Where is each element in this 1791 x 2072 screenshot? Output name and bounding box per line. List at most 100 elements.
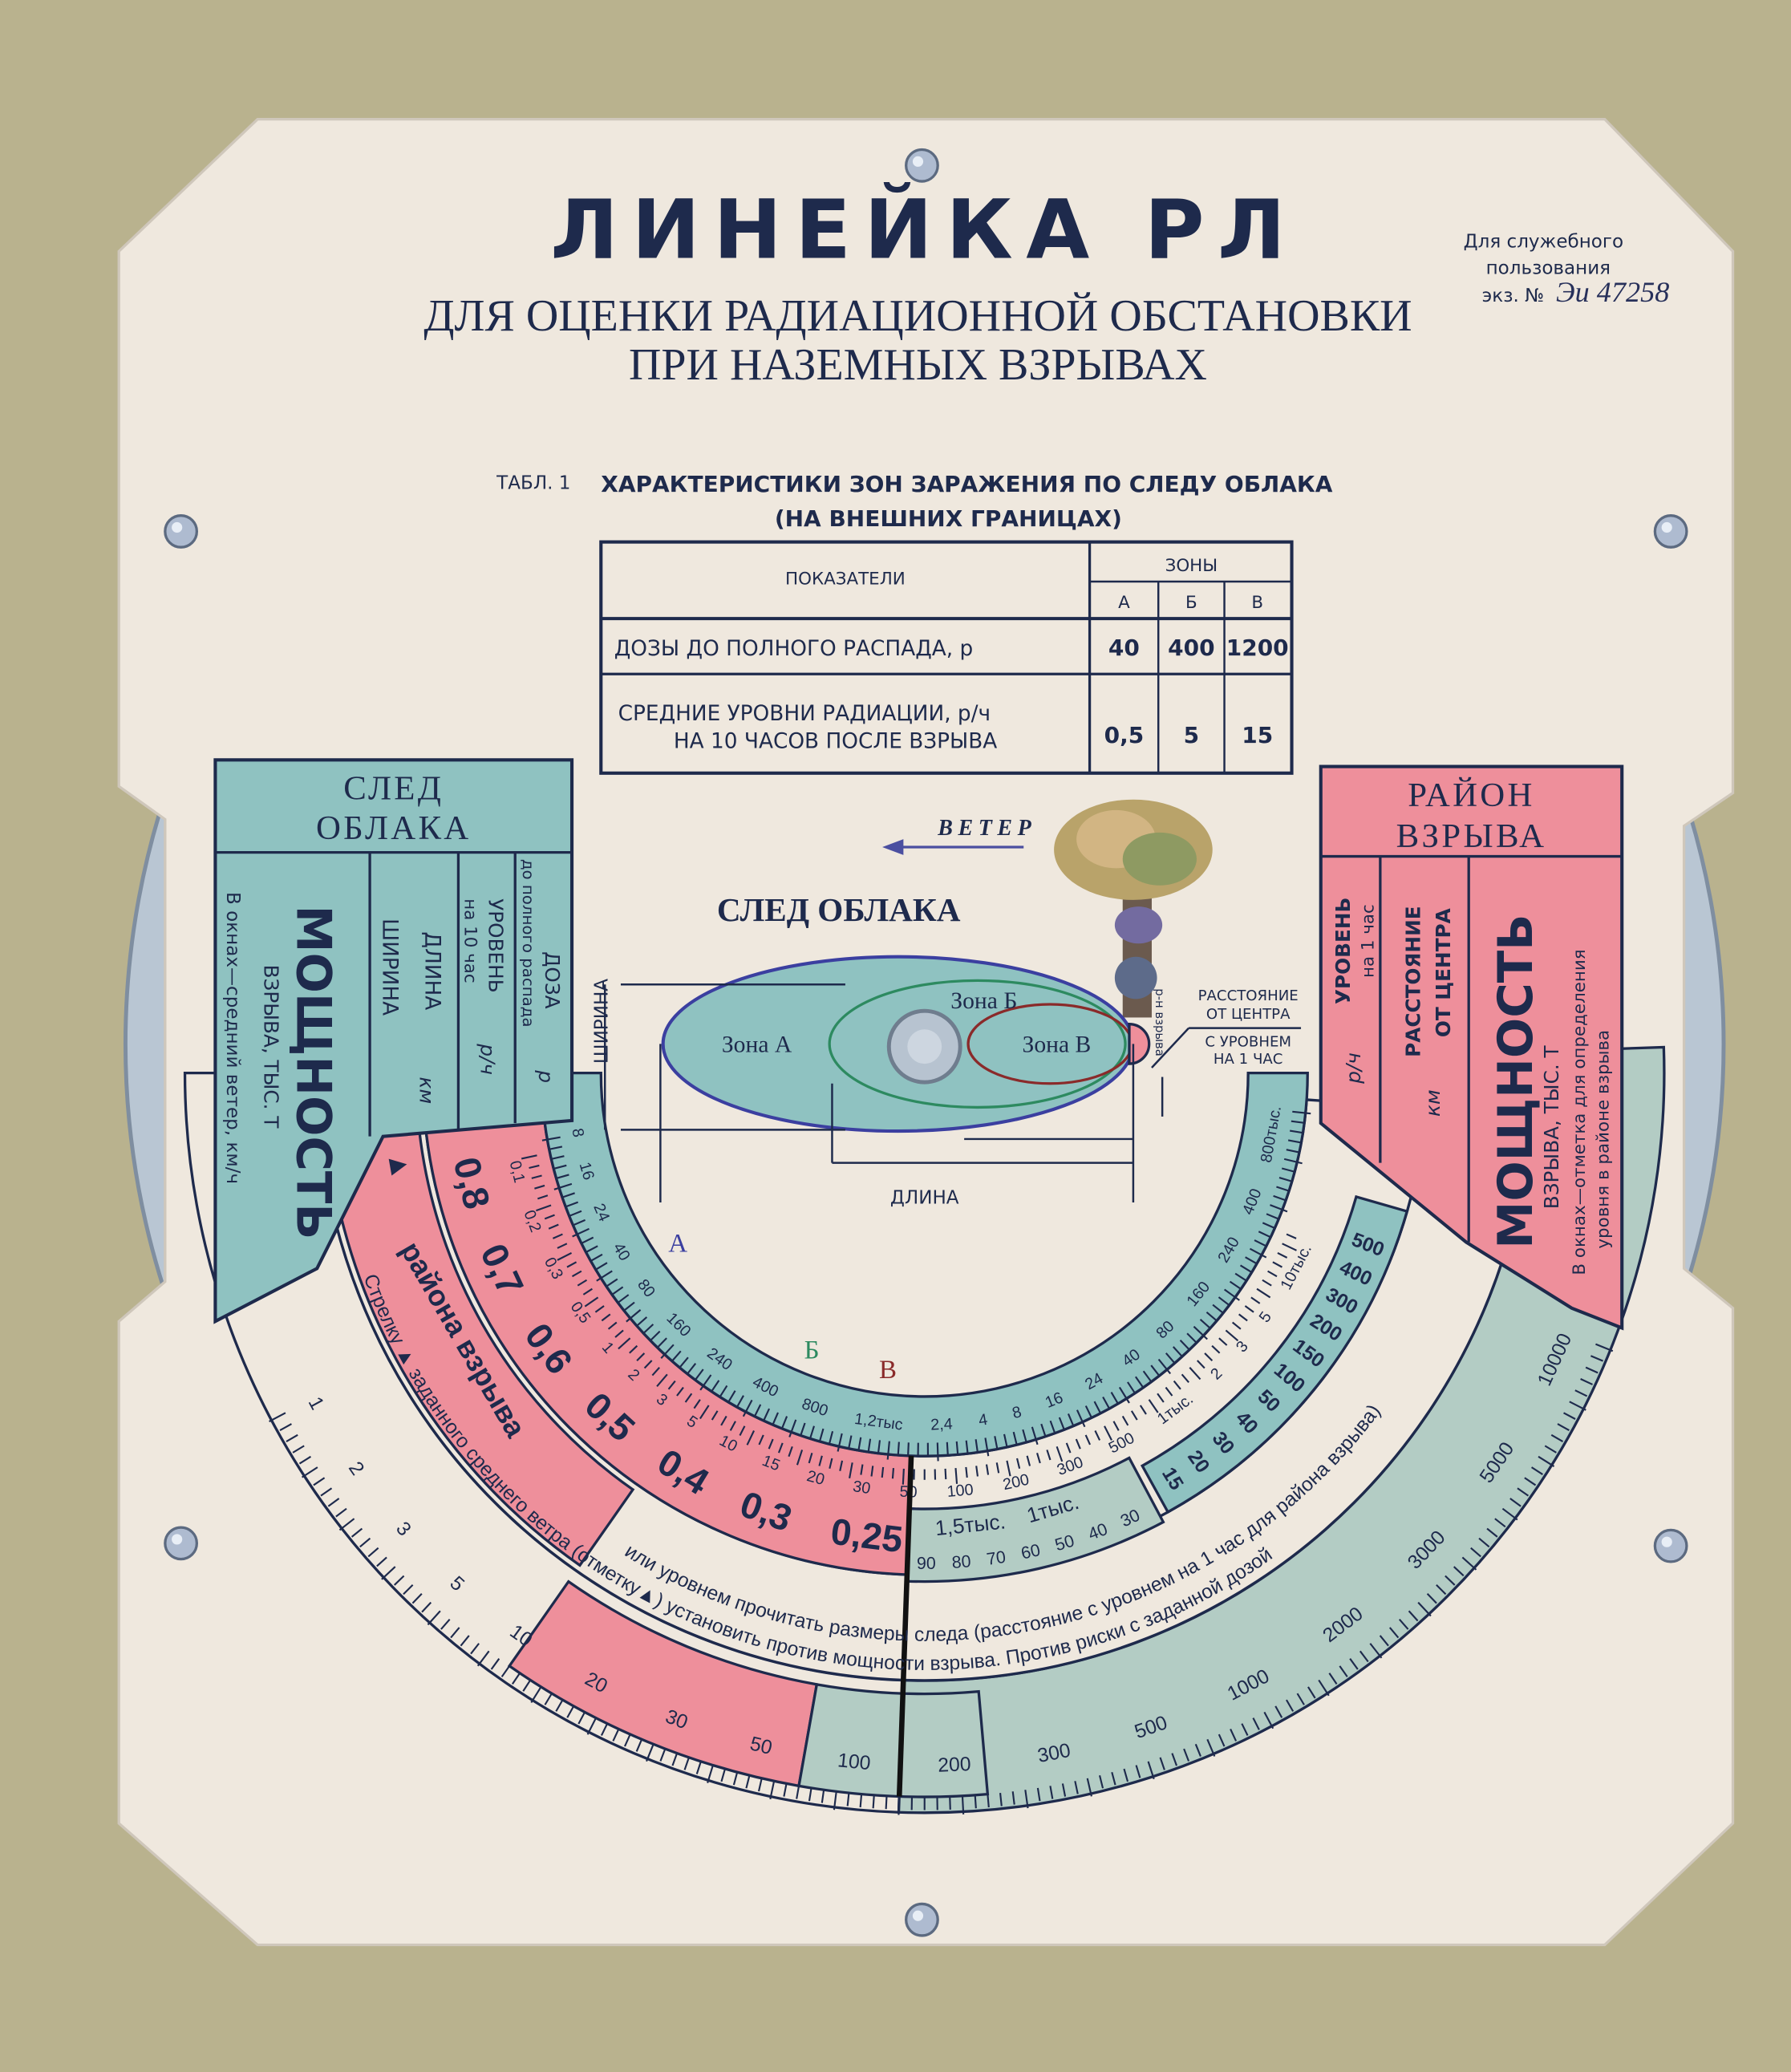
outer-tick: [1049, 1786, 1054, 1799]
dose-tick: [586, 1245, 598, 1253]
right-level-unit: р/ч: [1342, 1052, 1365, 1085]
level10-tick: [1112, 1421, 1120, 1431]
right-power: МОЩНОСТЬ: [1488, 914, 1543, 1249]
dose-tick: [1022, 1429, 1027, 1443]
left-level: УРОВЕНЬ: [484, 898, 507, 992]
level10-tick: [1218, 1337, 1228, 1346]
index-line: [896, 1455, 914, 1797]
dose-tick: [886, 1441, 890, 1460]
level-scale-label: 30: [852, 1478, 872, 1498]
outer-tick: [338, 1518, 355, 1531]
outer-tick: [821, 1790, 825, 1803]
dose-tick: [671, 1350, 682, 1362]
stamp-line3: экз. №: [1482, 286, 1544, 306]
outer-tick: [1590, 1355, 1603, 1362]
rivet-icon: [1653, 514, 1688, 549]
dose-tick: [1193, 1325, 1208, 1340]
level-scale-label: 20: [804, 1467, 826, 1489]
wind-label: ВЕТЕР: [937, 816, 1036, 841]
table-row1-v: 1200: [1226, 635, 1289, 661]
level10-tick: [1165, 1386, 1173, 1397]
outer-tick: [1530, 1466, 1543, 1475]
outer-tick: [327, 1498, 340, 1507]
outer-tick: [898, 1796, 901, 1815]
outer-tick: [450, 1627, 460, 1639]
outer-tick: [1206, 1738, 1216, 1757]
level10-tick: [1173, 1380, 1181, 1390]
outer-tick: [1550, 1433, 1564, 1442]
outer-tick: [1252, 1717, 1260, 1730]
table-row2-label1: СРЕДНИЕ УРОВНИ РАДИАЦИИ, р/ч: [618, 702, 991, 726]
outer-tick: [1036, 1787, 1041, 1802]
right-distance2: ОТ ЦЕНТРА: [1432, 908, 1455, 1037]
level10-tick: [1104, 1425, 1112, 1441]
table-row2-v: 15: [1242, 722, 1273, 748]
dose-tick: [636, 1316, 648, 1327]
outer-tick: [1544, 1445, 1557, 1454]
dose-band-teal[interactable]: [540, 1071, 1309, 1458]
dose-tick: [573, 1218, 586, 1227]
outer-tick: [421, 1601, 432, 1613]
right-title2: ВЗРЫВА: [1396, 817, 1547, 855]
outer-tick: [1486, 1527, 1498, 1538]
outer-tick: [1417, 1601, 1432, 1617]
dose-tick: [699, 1374, 712, 1391]
level10-tick: [1256, 1287, 1271, 1299]
outer-tick: [769, 1781, 776, 1800]
level10-tick: [1036, 1452, 1041, 1464]
level10-tick: [808, 1452, 813, 1464]
right-windows-note2: уровня в районе взрыва: [1594, 1030, 1614, 1249]
outer-tick: [411, 1593, 423, 1604]
dose-tick: [1179, 1339, 1190, 1351]
zones-table: ТАБЛ. 1 ХАРАКТЕРИСТИКИ ЗОН ЗАРАЖЕНИЯ ПО …: [496, 471, 1333, 775]
outer-tick: [1517, 1487, 1530, 1497]
outer-tick: [1398, 1618, 1409, 1630]
stamp-line1: Для служебного: [1464, 231, 1624, 252]
level10-tick: [1262, 1279, 1272, 1287]
dose-tick: [828, 1430, 834, 1445]
rivet-highlight: [172, 521, 183, 533]
outer-tick: [1426, 1593, 1437, 1604]
outer-tick: [1274, 1705, 1283, 1718]
outer-tick: [1494, 1518, 1506, 1528]
dose-tick: [623, 1301, 635, 1312]
outer-tick: [1501, 1507, 1518, 1521]
outer-tick: [512, 1673, 521, 1685]
dose-tick: [877, 1440, 881, 1454]
table-row1-a: 40: [1108, 635, 1140, 661]
level10-tick: [746, 1430, 756, 1446]
outer-tick: [286, 1433, 298, 1442]
outer-tick: [635, 1738, 643, 1752]
level10-tick: [829, 1458, 833, 1470]
outer-tick: [1388, 1627, 1400, 1639]
rivet-highlight: [912, 156, 924, 167]
zone-mark-3: В: [879, 1356, 897, 1385]
table-caption-prefix: ТАБЛ. 1: [496, 473, 570, 494]
outer-tick: [1328, 1673, 1338, 1685]
cloud-trace-diagram: ВЕТЕР СЛЕД ОБЛАКА Зона А Зона Б Зона В р…: [592, 799, 1302, 1209]
dose-tick: [753, 1404, 762, 1417]
outer-tick: [720, 1768, 727, 1782]
level10-tick: [975, 1466, 979, 1477]
outer-tick: [301, 1466, 318, 1478]
level10-tick: [818, 1455, 823, 1466]
outer-tick: [624, 1733, 631, 1747]
table-row1-label: ДОЗЫ ДО ПОЛНОГО РАСПАДА, р: [614, 637, 974, 661]
dose-tick: [617, 1294, 630, 1304]
level10-tick: [1094, 1430, 1101, 1441]
outer-tick: [783, 1783, 788, 1797]
right-panel-blast-area: РАЙОН ВЗРЫВА УРОВЕНЬ на 1 час р/ч РАССТО…: [1319, 764, 1624, 1331]
left-power-unit: ВЗРЫВА, ТЫС. Т: [259, 965, 282, 1129]
dose-tick: [780, 1416, 788, 1429]
outer-tick: [1011, 1791, 1015, 1805]
outer-tick: [577, 1711, 586, 1725]
outer-tick: [695, 1761, 702, 1774]
outer-tick: [1241, 1723, 1249, 1736]
level10-tick: [1204, 1352, 1214, 1362]
dose-tick: [1142, 1370, 1153, 1383]
dose-tick: [965, 1440, 969, 1454]
dose-tick: [809, 1425, 816, 1439]
level10-tick: [768, 1438, 774, 1450]
